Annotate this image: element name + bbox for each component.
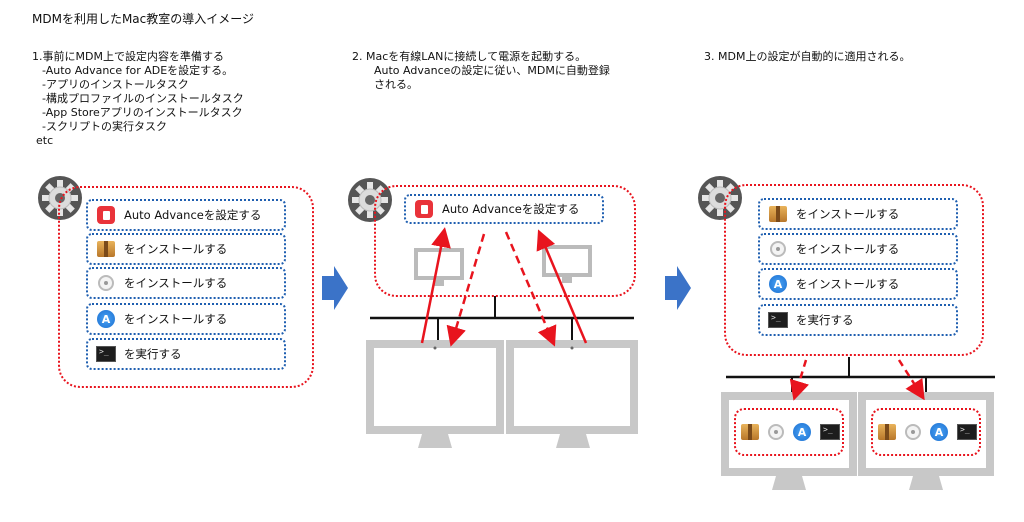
monitor-icon	[506, 340, 638, 448]
config-profile-icon	[905, 424, 921, 440]
step1-etc: etc	[36, 134, 54, 147]
step1-line: -Auto Advance for ADEを設定する。	[42, 64, 234, 77]
task-label: をインストールする	[796, 242, 900, 256]
step1-line: -スクリプトの実行タスク	[42, 120, 167, 133]
auto-advance-icon	[414, 199, 434, 219]
terminal-icon: >_	[957, 424, 977, 440]
step2-heading: 2. Macを有線LANに接続して電源を起動する。	[352, 50, 587, 63]
step1-line: -構成プロファイルのインストールタスク	[42, 92, 244, 105]
task-box: Auto Advanceを設定する	[86, 199, 286, 231]
mdm-settings-container	[724, 184, 984, 356]
config-profile-icon	[768, 424, 784, 440]
task-box: をインストールする	[86, 233, 286, 265]
app-store-icon: A	[96, 309, 116, 329]
applied-settings-box	[734, 408, 844, 456]
task-label: をインストールする	[124, 276, 228, 290]
task-label: を実行する	[124, 347, 182, 361]
terminal-icon: >_	[768, 310, 788, 330]
task-label: をインストールする	[124, 312, 228, 326]
terminal-icon: >_	[96, 344, 116, 364]
task-label: をインストールする	[796, 207, 900, 221]
package-icon	[741, 424, 759, 440]
task-label: をインストールする	[124, 242, 228, 256]
task-box: をインストールする	[758, 233, 958, 265]
task-box: Auto Advanceを設定する	[404, 194, 604, 224]
config-profile-icon	[96, 273, 116, 293]
mdm-settings-container	[58, 186, 314, 388]
step1-line: -App Storeアプリのインストールタスク	[42, 106, 243, 119]
terminal-icon: >_	[820, 424, 840, 440]
package-icon	[96, 239, 116, 259]
app-store-icon: A	[768, 274, 788, 294]
task-box: A をインストールする	[86, 303, 286, 335]
task-label: Auto Advanceを設定する	[124, 208, 262, 222]
applied-icons-row: A >_	[741, 423, 840, 441]
page-title: MDMを利用したMac教室の導入イメージ	[32, 12, 255, 26]
task-label: をインストールする	[796, 277, 900, 291]
mdm-settings-container	[374, 185, 636, 297]
package-icon	[768, 204, 788, 224]
auto-advance-icon	[96, 205, 116, 225]
task-box: >_ を実行する	[86, 338, 286, 370]
app-store-icon: A	[930, 423, 948, 441]
flow-arrow-icon	[322, 266, 348, 310]
step1-heading: 1.事前にMDM上で設定内容を準備する	[32, 50, 224, 63]
applied-icons-row: A >_	[878, 423, 977, 441]
task-box: をインストールする	[86, 267, 286, 299]
task-label: を実行する	[796, 313, 854, 327]
step2-line: される。	[374, 78, 418, 91]
package-icon	[878, 424, 896, 440]
task-box: >_ を実行する	[758, 304, 958, 336]
config-profile-icon	[768, 239, 788, 259]
app-store-icon: A	[793, 423, 811, 441]
step2-line: Auto Advanceの設定に従い、MDMに自動登録	[374, 64, 610, 77]
task-box: A をインストールする	[758, 268, 958, 300]
task-box: をインストールする	[758, 198, 958, 230]
flow-arrow-icon	[665, 266, 691, 310]
applied-settings-box	[871, 408, 981, 456]
task-label: Auto Advanceを設定する	[442, 202, 580, 216]
step3-heading: 3. MDM上の設定が自動的に適用される。	[704, 50, 911, 63]
monitor-icon	[366, 340, 504, 448]
step1-line: -アプリのインストールタスク	[42, 78, 189, 91]
